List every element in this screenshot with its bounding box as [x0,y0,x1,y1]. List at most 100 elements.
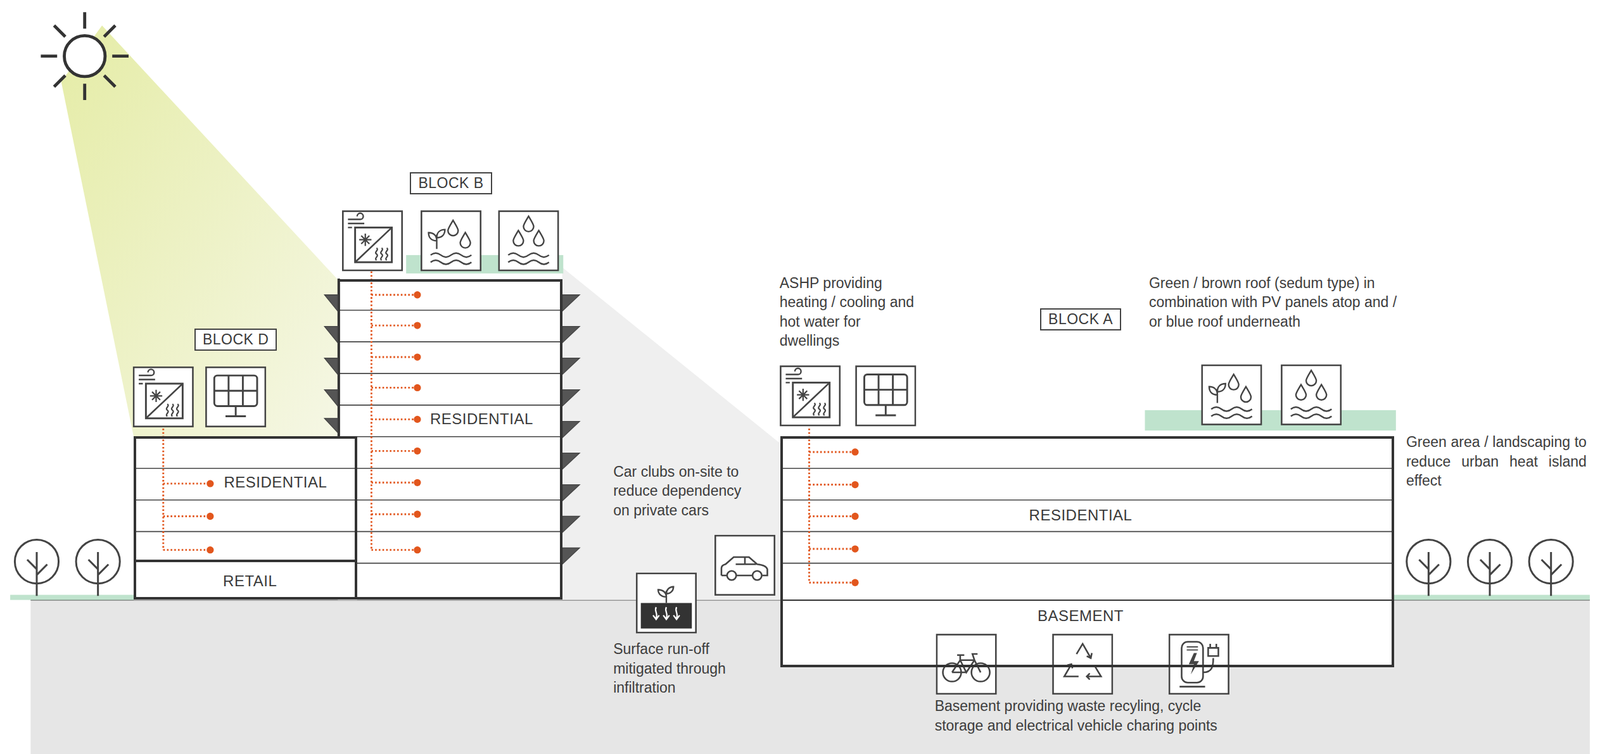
heat-outlets-part [206,546,214,554]
balconies-part [562,516,580,533]
balconies-part [324,390,338,407]
heat-outlets-part [851,579,859,587]
floor-lines-part [133,531,358,533]
heat-outlets-part [851,481,859,489]
sun-part [40,12,129,101]
balconies-part [324,295,338,312]
sun-light [61,25,781,600]
block-name: BLOCK B [418,174,484,192]
text-slot: RESIDENTIAL [224,473,328,492]
heat-distribution-part [371,271,417,551]
callout-text: Green / brown roof (sedum type) in combi… [1149,273,1400,332]
green-roof-icon [1202,365,1262,425]
use-label: RESIDENTIAL [1029,506,1133,525]
balconies-part [562,547,580,565]
sun-part [63,35,105,77]
use-label: RETAIL [222,572,277,591]
green-strips-part [1394,595,1590,601]
heat-outlets-part [413,447,421,455]
block-tag: BLOCK B [409,172,492,195]
building-section: BASEMENT [780,599,1394,667]
floor-lines-part [337,373,562,375]
callout-text: Green area / landscaping to reduce urban… [1406,432,1587,491]
text-slot: RETAIL [222,572,277,591]
balconies-part [562,326,580,344]
heat-outlets-part [413,291,421,299]
floor-lines-part [357,531,563,533]
block-name: BLOCK D [202,331,269,349]
callout: Basement providing waste recyling, cycle… [934,696,1224,736]
floor-lines-part [133,499,358,502]
building-section: RESIDENTIAL [337,279,562,600]
sun [40,12,129,101]
sun-light-part [61,25,339,437]
balconies-part [324,418,338,434]
callout: Surface run-off mitigated through infilt… [613,639,747,699]
heat-outlets-part [413,416,421,424]
pv-icon [856,366,916,426]
heat-outlets-part [413,384,421,392]
bike-icon [936,634,996,694]
pv-icon [205,367,265,427]
blue-roof-icon [1281,365,1341,425]
use-label: RESIDENTIAL [430,410,534,429]
balconies-part [562,453,580,470]
balconies-part [562,390,580,407]
floor-lines-part [357,499,563,502]
heat-outlets-part [413,511,421,519]
trees-part [1529,539,1573,597]
callout-text: Surface run-off mitigated through infilt… [613,639,747,699]
block-tag: BLOCK A [1040,308,1122,331]
trees-part [1406,539,1451,597]
sun-light-part [562,267,781,600]
text-slot: RESIDENTIAL [430,410,534,429]
heat-outlets-part [206,480,214,488]
building-section: RESIDENTIAL [133,436,358,562]
text-slot: RESIDENTIAL [1029,506,1133,525]
use-label: BASEMENT [1037,607,1124,626]
building-fills-part [133,437,358,601]
floor-lines-part [337,309,562,312]
heat-distribution-part [808,428,855,583]
floor-lines-part [780,468,1394,470]
building-section: RESIDENTIAL [780,436,1394,600]
heat-outlets-part [851,545,859,553]
green-roof-icon [421,211,481,271]
floor-lines-part [357,468,563,470]
heat-outlets-part [413,546,421,554]
heat-distribution-part [163,428,211,551]
callout-text: Basement providing waste recyling, cycle… [934,696,1224,736]
trees [14,539,1573,597]
callout: Car clubs on-site to reduce dependency o… [613,462,756,521]
callout-text: ASHP providing heating / cooling and hot… [779,273,916,351]
blue-roof-icon [499,211,559,271]
floor-lines-part [780,531,1394,533]
heat-outlets-part [206,513,214,521]
floor-lines-part [780,563,1394,565]
building-fills-part [780,437,1394,668]
use-label: RESIDENTIAL [224,473,328,492]
callout: Green / brown roof (sedum type) in combi… [1149,273,1400,332]
floor-lines-part [780,499,1394,502]
car-icon [715,535,775,595]
balconies-part [562,421,580,439]
trees-part [14,539,59,597]
callout-text: Car clubs on-site to reduce dependency o… [613,462,756,521]
green-strips-part [1145,410,1397,431]
ashp-icon [133,367,193,427]
balconies [324,295,580,565]
green-strips-part [10,595,134,601]
balconies-part [562,358,580,375]
infiltration-icon [636,573,696,633]
balconies-part [324,326,338,344]
ashp-icon [780,366,840,426]
building-section: RETAIL [133,562,358,601]
ev-charger-icon [1169,634,1229,694]
block-name: BLOCK A [1048,311,1113,329]
heat-outlets-part [413,321,421,329]
callout: Green area / landscaping to reduce urban… [1406,432,1587,491]
balconies-part [562,485,580,502]
floor-lines-part [357,436,563,438]
block-tag: BLOCK D [194,328,277,351]
